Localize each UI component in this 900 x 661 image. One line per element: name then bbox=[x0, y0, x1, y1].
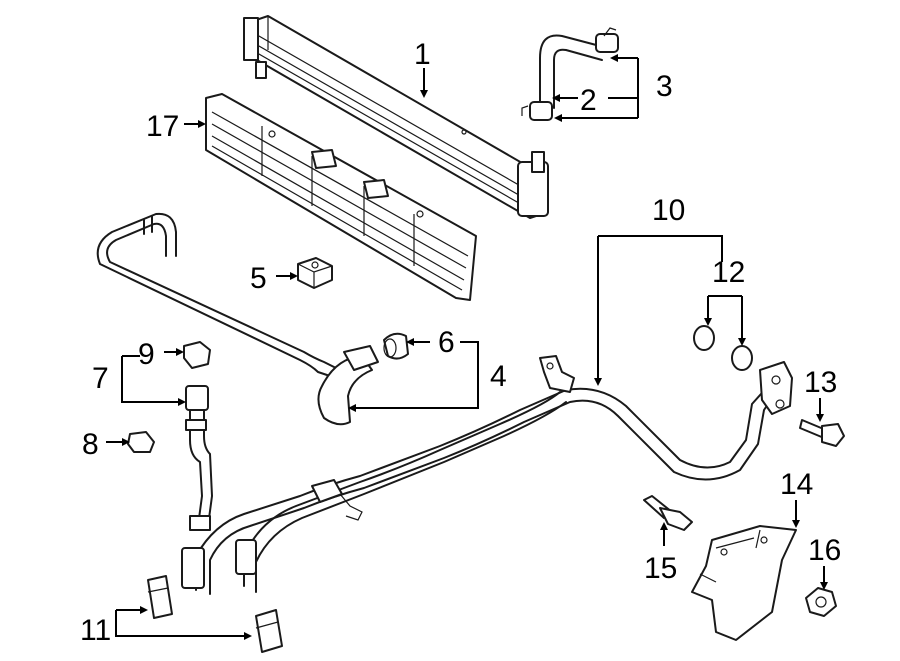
cooler-lines bbox=[181, 355, 793, 595]
retainer-clip bbox=[297, 257, 333, 289]
oil-cooler bbox=[243, 15, 549, 219]
sensor bbox=[643, 495, 693, 531]
heat-shield bbox=[691, 525, 797, 641]
callout-11: 11 bbox=[80, 614, 111, 647]
insulators bbox=[147, 575, 283, 653]
callout-15: 15 bbox=[644, 552, 677, 585]
callout-1: 1 bbox=[414, 38, 431, 71]
callout-13: 13 bbox=[804, 366, 837, 399]
callout-8: 8 bbox=[82, 428, 99, 461]
nut bbox=[805, 587, 837, 617]
callout-5: 5 bbox=[250, 262, 267, 295]
callout-17: 17 bbox=[146, 110, 179, 143]
callout-labels: 1 2 3 4 5 6 7 8 9 10 11 12 13 14 15 16 1… bbox=[80, 38, 841, 647]
bolt bbox=[799, 419, 845, 447]
callout-12: 12 bbox=[712, 256, 745, 289]
callout-6: 6 bbox=[438, 326, 455, 359]
callout-10: 10 bbox=[652, 194, 685, 227]
cooler-hose bbox=[521, 27, 619, 121]
callout-16: 16 bbox=[808, 534, 841, 567]
leader-lines bbox=[106, 54, 828, 640]
air-deflector bbox=[205, 93, 477, 301]
callout-3: 3 bbox=[656, 70, 673, 103]
o-rings bbox=[693, 325, 753, 371]
callout-9: 9 bbox=[138, 338, 155, 371]
lower-tube-left bbox=[127, 341, 213, 531]
callout-4: 4 bbox=[490, 360, 507, 393]
cooler-tube bbox=[96, 212, 409, 426]
callout-2: 2 bbox=[580, 84, 597, 117]
callout-14: 14 bbox=[780, 468, 813, 501]
callout-7: 7 bbox=[92, 362, 109, 395]
